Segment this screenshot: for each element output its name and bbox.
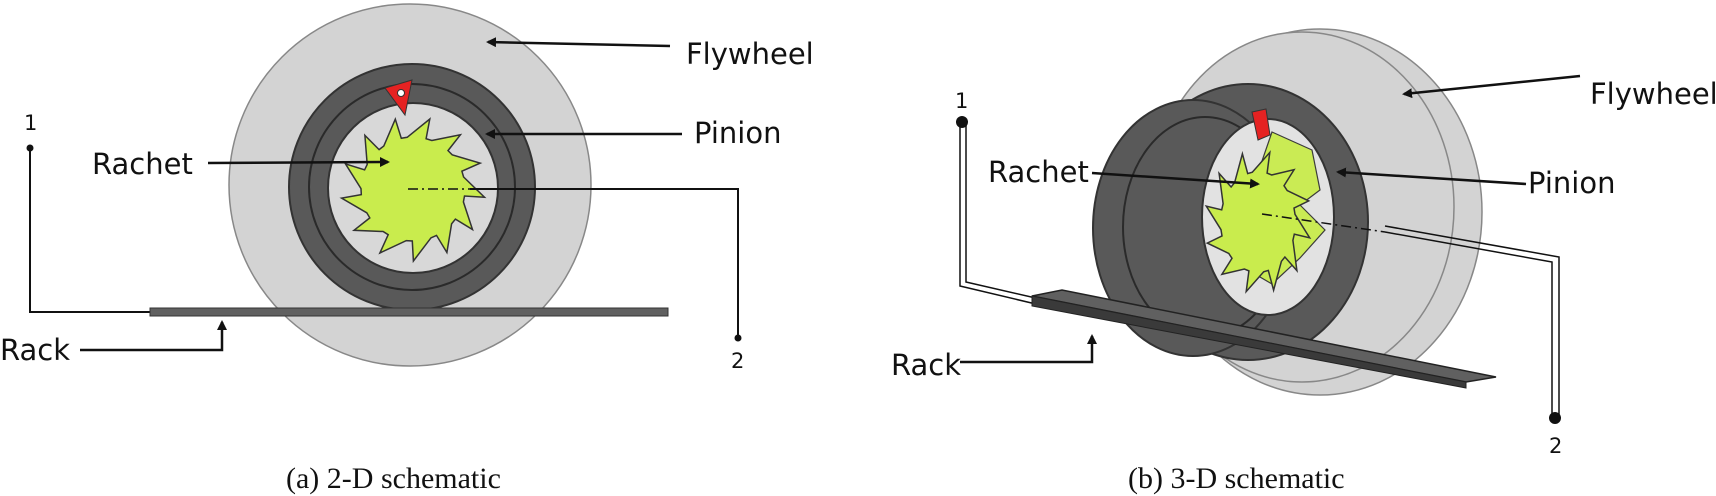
label-terminal-2-3d: 2 — [1549, 434, 1562, 458]
pawl-pivot-2d — [397, 89, 405, 97]
wire-terminal-2-3d-a — [1384, 231, 1553, 418]
label-rachet-2d: Rachet — [92, 147, 193, 181]
axis-line-3d — [1261, 213, 1386, 233]
pinion-inner-ring-2d — [308, 83, 516, 291]
terminal-2-dot-3d — [1549, 412, 1561, 424]
rachet-gear-2d — [339, 117, 487, 264]
arrow-flywheel-2d — [486, 37, 671, 48]
arrow-flywheel-3d — [1402, 74, 1581, 99]
panel-b-3d: Flywheel Pinion Rachet Rack 1 2 (b) 3-D … — [891, 28, 1716, 495]
wire-terminal-1-3d-a — [959, 122, 1041, 306]
wire-terminal-2-2d — [470, 188, 739, 338]
wire-terminal-2-3d-b — [1384, 225, 1560, 418]
caption-2d: (a) 2-D schematic — [286, 462, 501, 495]
rack-3d-side — [1031, 295, 1467, 389]
pawl-2d — [384, 79, 413, 117]
wire-terminal-1-3d-b — [965, 122, 1041, 300]
caption-3d: (b) 3-D schematic — [1128, 462, 1345, 495]
label-rack-3d: Rack — [891, 348, 961, 382]
label-flywheel-2d: Flywheel — [686, 37, 814, 71]
label-terminal-2-2d: 2 — [731, 349, 744, 373]
arrow-rachet-2d — [207, 157, 390, 168]
label-pinion-3d: Pinion — [1528, 166, 1615, 200]
rack-2d — [149, 307, 669, 317]
arrow-rachet-3d — [1091, 171, 1260, 189]
arrow-rack-3d — [960, 334, 1097, 364]
terminal-1-dot-2d — [26, 144, 34, 152]
label-rachet-3d: Rachet — [988, 155, 1089, 189]
terminal-1-dot-3d — [956, 116, 968, 128]
pawl-3d — [1251, 108, 1271, 141]
panel-a-2d: Flywheel Pinion Rachet Rack 1 2 (a) 2-D … — [0, 3, 814, 495]
terminal-2-dot-2d — [734, 334, 742, 342]
label-terminal-1-2d: 1 — [24, 111, 37, 135]
label-rack-2d: Rack — [0, 333, 70, 367]
arrow-rack-2d — [80, 320, 227, 352]
label-flywheel-3d: Flywheel — [1590, 77, 1716, 111]
arrow-pinion-3d — [1336, 167, 1527, 186]
wire-terminal-1-2d — [29, 148, 150, 313]
label-pinion-2d: Pinion — [694, 116, 781, 150]
label-terminal-1-3d: 1 — [955, 89, 968, 113]
